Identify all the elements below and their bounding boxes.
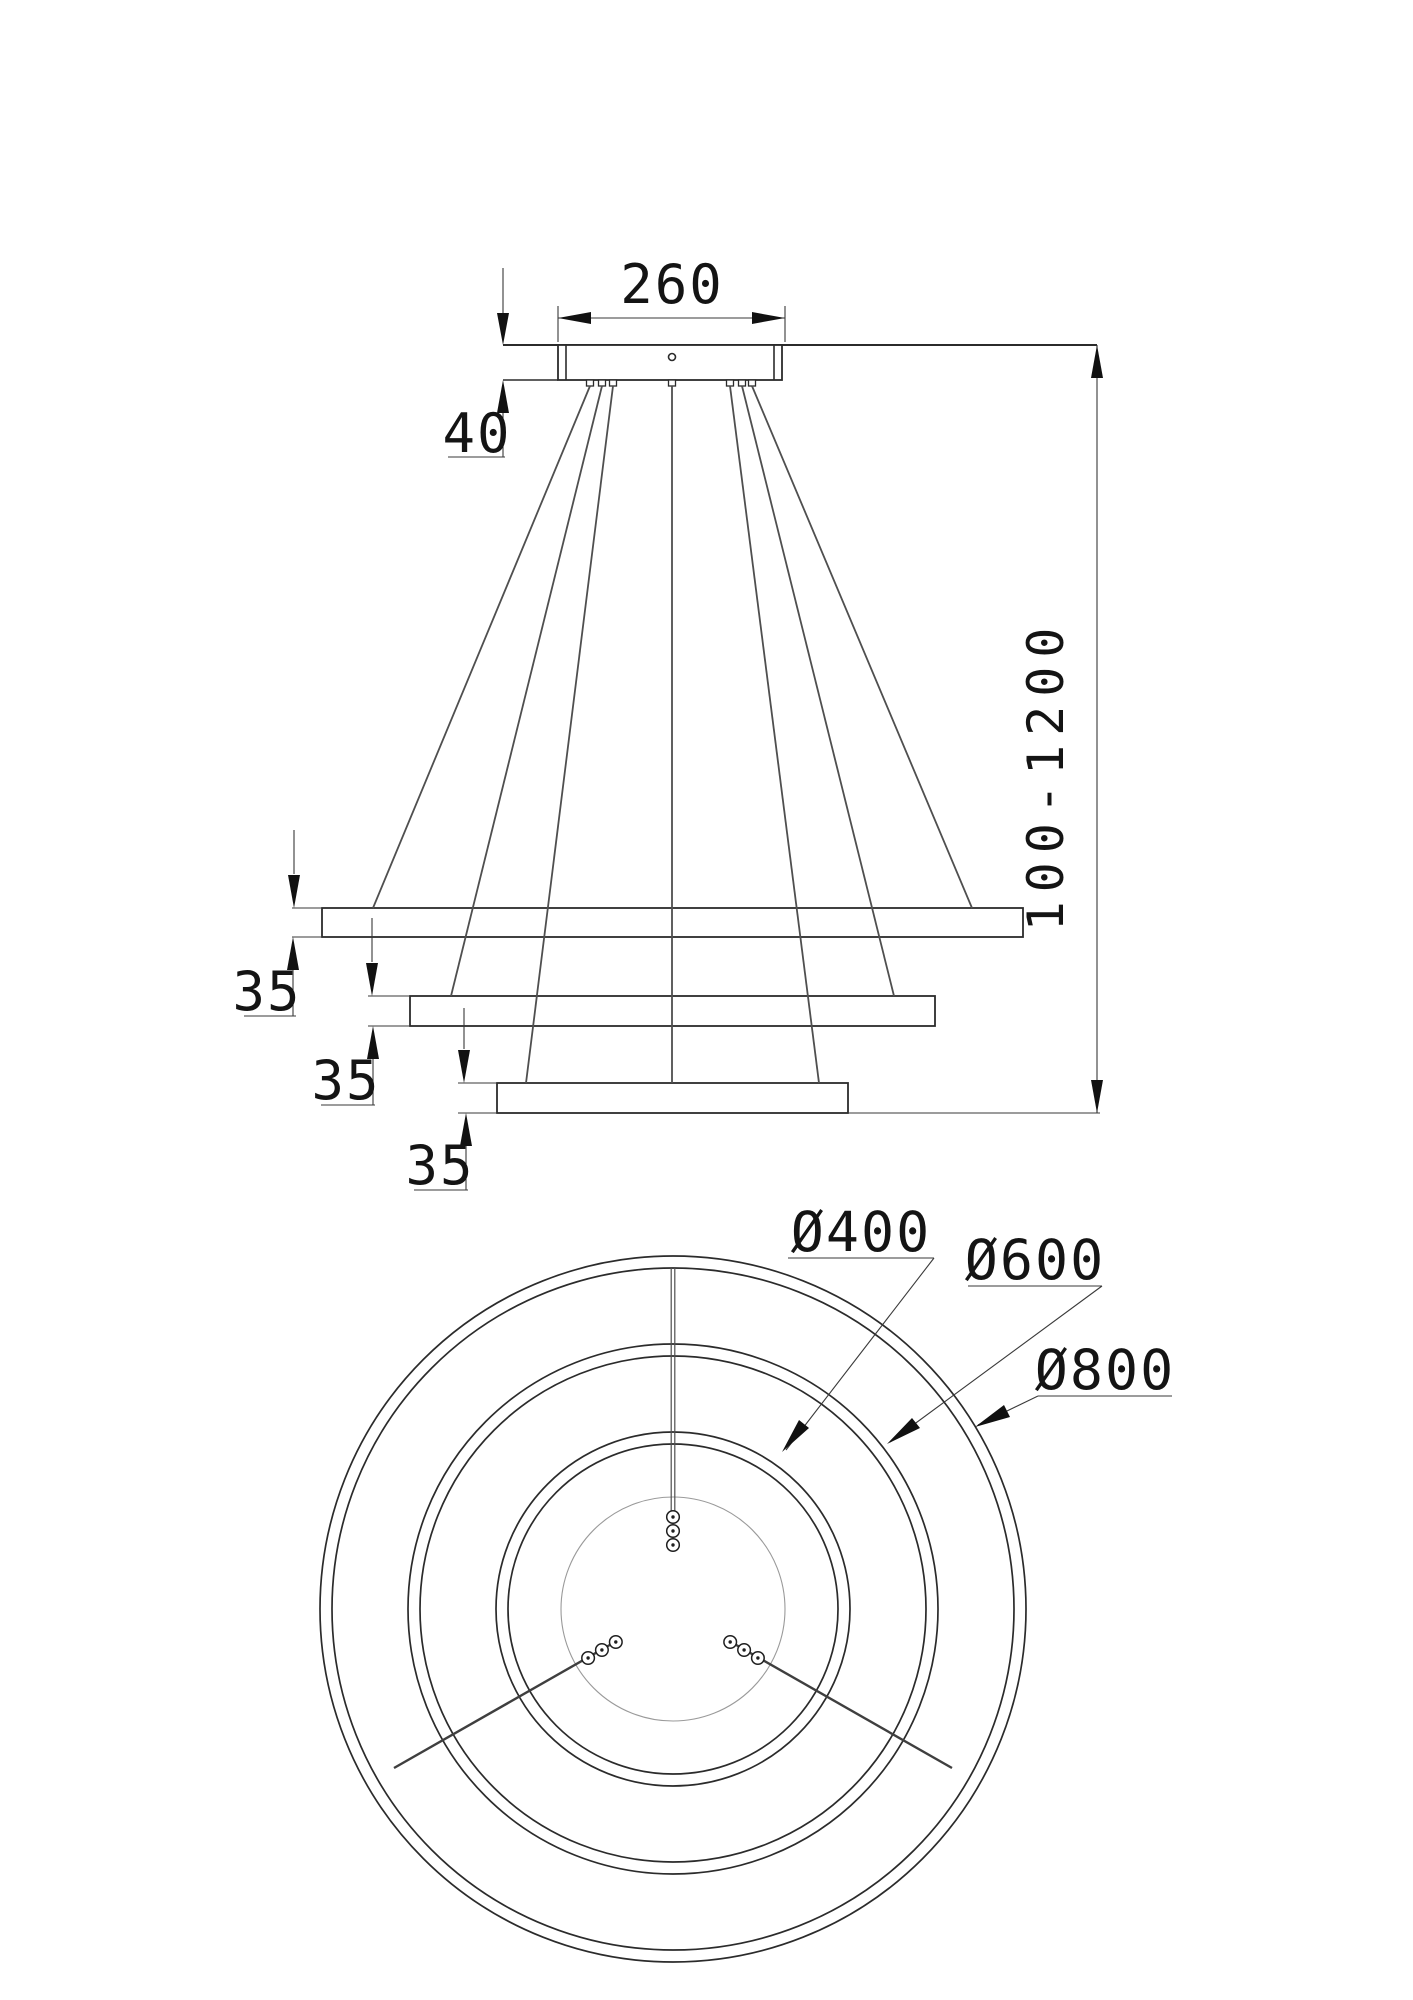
arrow-right-icon [752,312,785,324]
ring-400-side [496,1082,849,1114]
leader-arrow-icon [975,1405,1010,1427]
cable-ring600-left [450,385,603,997]
ring400-height-label: 35 [405,1134,474,1197]
suspension-cables [372,385,973,1084]
ring-400-outer-circle [495,1431,851,1787]
canopy-plate [503,344,783,381]
ring-circles [319,1255,1027,1963]
ring-800-outer-circle [319,1255,1027,1963]
ring-600-outer-circle [407,1343,939,1875]
dim-canopy-width: 260 [557,253,786,342]
diameter-600-label: Ø600 [965,1228,1105,1292]
dim-ring400-height: 35 [405,1008,474,1197]
ring-400-inner-circle [507,1443,839,1775]
wire-lower-left [393,1640,616,1770]
cable-ring400-right [729,385,820,1084]
side-view: 260 40 100-1200 35 [232,253,1103,1197]
bead-chain-left [581,1634,623,1666]
cable-ring800-right [751,385,973,909]
canopy-width-label: 260 [620,253,724,316]
dim-ring600-height: 35 [311,918,380,1112]
wire-lower-right [730,1640,953,1770]
diameter-400-label: Ø400 [791,1200,931,1264]
canopy-height-label: 40 [442,402,511,465]
arrow-down-icon [497,313,509,345]
canopy-screw-hole [667,352,677,362]
ring-extension-stubs [292,907,1100,1114]
diameter-800-label: Ø800 [1035,1338,1175,1402]
bead-chain-right [723,1634,765,1666]
cable-ring400-left [525,385,614,1084]
leader-diameter-400: Ø400 [782,1200,935,1452]
leader-arrow-icon [887,1418,920,1444]
leader-diameter-800: Ø800 [975,1338,1175,1427]
leader-diameter-600: Ø600 [887,1228,1105,1444]
ring-800-inner-circle [331,1267,1015,1951]
dim-suspension-height: 100-1200 [1017,345,1103,1113]
suspension-height-label: 100-1200 [1017,619,1075,932]
center-reference-circle [560,1496,786,1722]
ring-600-inner-circle [419,1355,927,1863]
bead-chain-top [665,1509,681,1553]
dim-canopy-height: 40 [442,268,511,465]
arrow-left-icon [558,312,591,324]
cable-fittings [585,379,757,387]
bead-chains [581,1509,765,1666]
cable-ring800-left [372,385,591,909]
radial-wires [393,1268,953,1770]
bottom-view: Ø400 Ø600 Ø800 [319,1200,1175,1963]
arrow-up-icon [497,380,509,413]
dim-ring800-height: 35 [232,830,301,1023]
arrow-down-icon [1091,1080,1103,1113]
ring800-height-label: 35 [232,960,301,1023]
cable-ring600-right [741,385,895,997]
arrow-up-icon [1091,345,1103,378]
ring600-height-label: 35 [311,1049,380,1112]
leader-arrow-icon [782,1420,809,1452]
